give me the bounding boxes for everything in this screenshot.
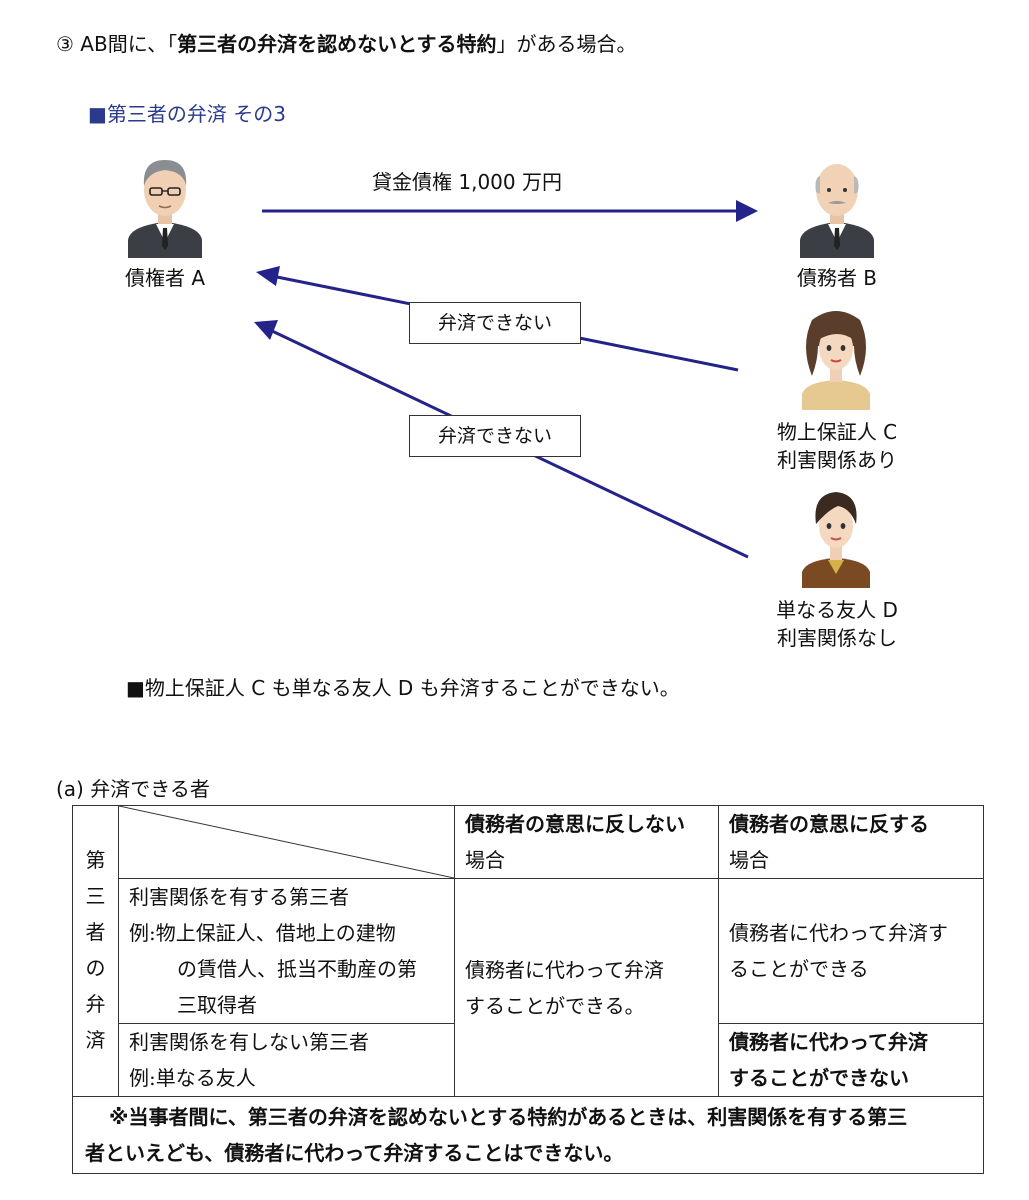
debtor-avatar-icon <box>800 164 874 258</box>
can-pay-cell: 債務者に代わって弁済 することができる。 <box>454 878 719 1097</box>
creditor-avatar-icon <box>128 160 202 258</box>
can-pay-line2: することができる。 <box>465 993 645 1018</box>
table-header-row: 第 三 者 の 弁 済 債務者の意思に反しない 場合 債務者の意思に反する 場合 <box>72 805 984 1097</box>
loan-arrowhead <box>736 200 758 222</box>
friend-arrowhead <box>254 320 278 340</box>
friend-avatar-icon <box>802 492 870 588</box>
note-line1: ※当事者間に、第三者の弁済を認めないとする特約があるときは、利害関係を有する第三 <box>109 1105 908 1129</box>
row-label-char: 三 <box>85 884 106 908</box>
diagonal-header-cell <box>118 805 455 879</box>
can-pay-line1: 債務者に代わって弁済 <box>465 957 664 982</box>
row-label-char: 者 <box>85 920 106 944</box>
interested-line2: 例:物上保証人、借地上の建物 <box>129 921 396 945</box>
section-heading: ③ AB間に、「第三者の弁済を認めないとする特約」がある場合。 <box>56 28 637 57</box>
row-label-cell: 第 三 者 の 弁 済 <box>72 805 119 1097</box>
loan-label: 貸金債権 1,000 万円 <box>372 170 562 194</box>
uninterested-third-party-cell: 利害関係を有しない第三者 例:単なる友人 <box>118 1023 455 1097</box>
cannot-pay-box-friend: 弁済できない <box>409 415 581 457</box>
guarantor-label: 物上保証人 C 利害関係あり <box>756 418 918 474</box>
friend-label: 単なる友人 D 利害関係なし <box>756 596 918 652</box>
against-uninterested-line2: することができない <box>729 1066 909 1090</box>
col-header-against: 債務者の意思に反する 場合 <box>718 805 984 879</box>
note-line2: 者といえども、債務者に代わって弁済することはできない。 <box>85 1141 624 1165</box>
against-interested-cell: 債務者に代わって弁済す ることができる <box>718 878 984 1024</box>
against-interested-line1: 債務者に代わって弁済す <box>729 921 948 945</box>
row-label-char: の <box>85 956 106 980</box>
table-row-interested: 利害関係を有する第三者 例:物上保証人、借地上の建物 の賃借人、抵当不動産の第 … <box>73 878 984 1097</box>
col-header-not-against-line1: 債務者の意思に反しない <box>465 812 685 836</box>
diagram-title: ■第三者の弁済 その3 <box>88 102 286 126</box>
debtor-label: 債務者 B <box>796 266 878 290</box>
heading-prefix: ③ AB間に、「 <box>56 32 178 56</box>
row-label-char: 済 <box>85 1028 106 1052</box>
table-row-uninterested: 利害関係を有しない第三者 例:単なる友人 債務者に代わって弁済 することができな… <box>73 1023 984 1097</box>
against-uninterested-line1: 債務者に代わって弁済 <box>729 1030 928 1054</box>
diagram-summary: ■物上保証人 C も単なる友人 D も弁済することができない。 <box>126 676 680 700</box>
heading-bold: 第三者の弁済を認めないとする特約 <box>177 32 497 56</box>
guarantor-arrowhead <box>256 266 280 286</box>
diagonal-line <box>119 806 454 878</box>
uninterested-line2: 例:単なる友人 <box>129 1066 256 1090</box>
col-header-against-line1: 債務者の意思に反する <box>729 812 929 836</box>
cannot-pay-box-guarantor: 弁済できない <box>409 302 581 344</box>
col-header-not-against: 債務者の意思に反しない 場合 <box>454 805 719 879</box>
guarantor-label-line2: 利害関係あり <box>777 448 897 472</box>
table-note: ※当事者間に、第三者の弁済を認めないとする特約があるときは、利害関係を有する第三… <box>72 1096 984 1174</box>
against-uninterested-cell: 債務者に代わって弁済 することができない <box>718 1023 984 1097</box>
friend-label-line2: 利害関係なし <box>777 626 897 650</box>
against-interested-line2: ることができる <box>729 957 869 981</box>
interested-line3: の賃借人、抵当不動産の第 <box>177 957 417 981</box>
table-caption: (a) 弁済できる者 <box>56 777 210 801</box>
guarantor-avatar-icon <box>802 311 870 410</box>
interested-line4: 三取得者 <box>177 993 257 1017</box>
interested-third-party-cell: 利害関係を有する第三者 例:物上保証人、借地上の建物 の賃借人、抵当不動産の第 … <box>118 878 455 1024</box>
table-note-row: ※当事者間に、第三者の弁済を認めないとする特約があるときは、利害関係を有する第三… <box>72 1096 984 1174</box>
interested-line1: 利害関係を有する第三者 <box>129 885 349 909</box>
row-label-char: 弁 <box>85 992 106 1016</box>
col-header-against-line2: 場合 <box>729 848 769 872</box>
uninterested-line1: 利害関係を有しない第三者 <box>129 1030 369 1054</box>
col-header-not-against-line2: 場合 <box>465 848 505 872</box>
row-label-char: 第 <box>85 848 106 872</box>
heading-suffix: 」がある場合。 <box>496 32 637 56</box>
creditor-label: 債権者 A <box>124 266 206 290</box>
guarantor-label-line1: 物上保証人 C <box>776 420 898 444</box>
friend-label-line1: 単なる友人 D <box>776 598 898 622</box>
rules-table: 第 三 者 の 弁 済 債務者の意思に反しない 場合 債務者の意思に反する 場合… <box>72 805 984 1174</box>
